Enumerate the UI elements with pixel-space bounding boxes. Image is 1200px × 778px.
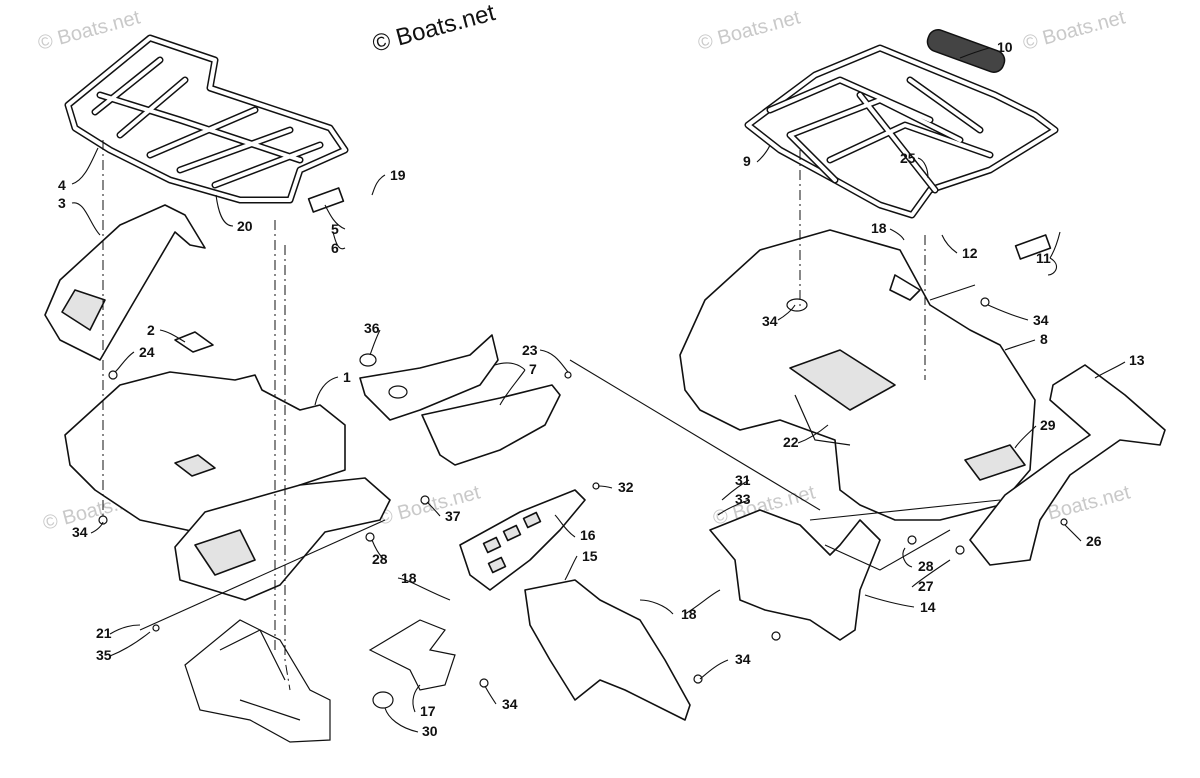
decal-29	[964, 444, 1026, 481]
guide-lines-right	[569, 150, 1001, 571]
callout-37: 37	[445, 508, 461, 524]
watermark-faint: © Boats.net	[376, 481, 483, 529]
callout-30: 30	[422, 723, 438, 739]
callout-29: 29	[1040, 417, 1056, 433]
callout-24: 24	[139, 344, 155, 360]
callout-18: 18	[401, 570, 417, 586]
callout-15: 15	[582, 548, 598, 564]
callout-2: 2	[147, 322, 155, 338]
callout-31: 31	[735, 472, 751, 488]
callout-1: 1	[343, 369, 351, 385]
callout-34: 34	[72, 524, 88, 540]
callout-10: 10	[997, 39, 1013, 55]
callout-34d: 34	[762, 313, 778, 329]
front-fender-left	[44, 204, 206, 361]
grab-bar-10	[926, 29, 1006, 73]
callout-12: 12	[962, 245, 978, 261]
callout-25: 25	[900, 150, 916, 166]
callout-35: 35	[96, 647, 112, 663]
callout-28b: 28	[918, 558, 934, 574]
callout-27: 27	[918, 578, 934, 594]
side-panel-16	[459, 489, 586, 591]
rear-fender-13	[969, 364, 1166, 566]
rear-rack	[744, 29, 1059, 260]
callout-17: 17	[420, 703, 436, 719]
callout-20: 20	[237, 218, 253, 234]
callout-23: 23	[522, 342, 538, 358]
callout-28: 28	[372, 551, 388, 567]
callout-33: 33	[735, 491, 751, 507]
callout-14: 14	[920, 599, 936, 615]
seat-cover	[359, 334, 561, 466]
clamp-30	[372, 691, 394, 709]
callout-5: 5	[331, 221, 339, 237]
rear-body	[679, 229, 1036, 521]
footwell-15	[524, 579, 691, 721]
frame-bracket	[184, 619, 331, 743]
watermark-faint: © Boats.net	[696, 6, 803, 54]
callout-13: 13	[1129, 352, 1145, 368]
callout-8: 8	[1040, 331, 1048, 347]
callout-7: 7	[529, 361, 537, 377]
callout-9: 9	[743, 153, 751, 169]
callout-16: 16	[580, 527, 596, 543]
splash-guard-14	[709, 509, 881, 641]
callout-36: 36	[364, 320, 380, 336]
callout-6: 6	[331, 240, 339, 256]
callout-26: 26	[1086, 533, 1102, 549]
callout-11: 11	[1036, 250, 1051, 266]
callout-4: 4	[58, 177, 66, 193]
callout-21: 21	[96, 625, 112, 641]
callout-34c: 34	[735, 651, 751, 667]
front-rack	[64, 34, 349, 213]
watermark-main: © Boats.net	[370, 0, 499, 58]
watermark-faint: © Boats.net	[1021, 6, 1128, 54]
callout-19: 19	[390, 167, 406, 183]
watermark-faint: © Boats.net	[36, 6, 143, 54]
callout-18c: 18	[871, 220, 887, 236]
callout-leaders	[71, 47, 1126, 733]
callouts: 1 2 3 4 5 6 7 8 9 10 11 12 13 14 15 16 1…	[58, 39, 1145, 739]
callout-3: 3	[58, 195, 66, 211]
callout-22: 22	[783, 434, 799, 450]
callout-34b: 34	[502, 696, 518, 712]
guide-lines-left	[102, 140, 386, 691]
bracket-17	[368, 619, 456, 691]
callout-32: 32	[618, 479, 634, 495]
callout-34e: 34	[1033, 312, 1049, 328]
callout-18b: 18	[681, 606, 697, 622]
